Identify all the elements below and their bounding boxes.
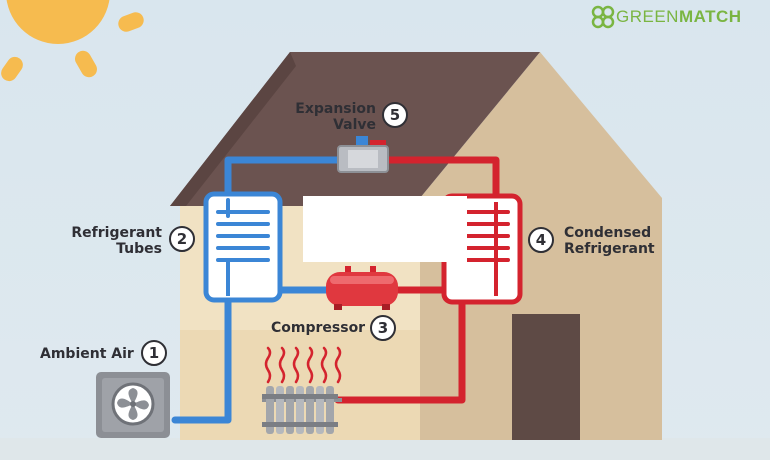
step-4-label-line2: Refrigerant <box>564 241 655 257</box>
step-4-label: Condensed Refrigerant <box>564 225 674 257</box>
step-5-label-line2: Valve <box>333 117 376 133</box>
step-1-badge: 1 <box>141 340 167 366</box>
radiator-icon <box>262 386 342 434</box>
step-2-label: Refrigerant Tubes <box>58 225 162 257</box>
brand-logo: GREENMATCH <box>616 5 742 29</box>
step-5-badge: 5 <box>382 102 408 128</box>
house-door <box>512 314 580 440</box>
expansion-valve-icon <box>337 136 389 173</box>
step-2-label-line2: Tubes <box>116 241 162 257</box>
step-4-badge: 4 <box>528 227 554 253</box>
ground <box>0 438 770 460</box>
step-2-label-line1: Refrigerant <box>71 225 162 241</box>
step-3-label: Compressor <box>271 320 366 336</box>
outdoor-fan-unit-icon <box>96 372 170 438</box>
roof-edge <box>170 52 296 206</box>
clover-icon <box>591 5 615 29</box>
step-5-label-line1: Expansion <box>295 101 376 117</box>
sun-icon <box>1 0 144 82</box>
step-2-badge: 2 <box>169 226 195 252</box>
refrigerant-tubes-coil <box>203 191 283 303</box>
brand-text-bold: MATCH <box>678 7 742 26</box>
step-3-badge: 3 <box>370 315 396 341</box>
step-4-label-line1: Condensed <box>564 225 652 241</box>
step-5-label: Expansion Valve <box>286 101 376 133</box>
info-panel <box>303 196 467 262</box>
brand-text-light: GREEN <box>616 7 679 26</box>
heat-waves-icon <box>264 346 342 384</box>
compressor-icon <box>326 266 398 310</box>
step-1-label: Ambient Air <box>40 346 134 362</box>
